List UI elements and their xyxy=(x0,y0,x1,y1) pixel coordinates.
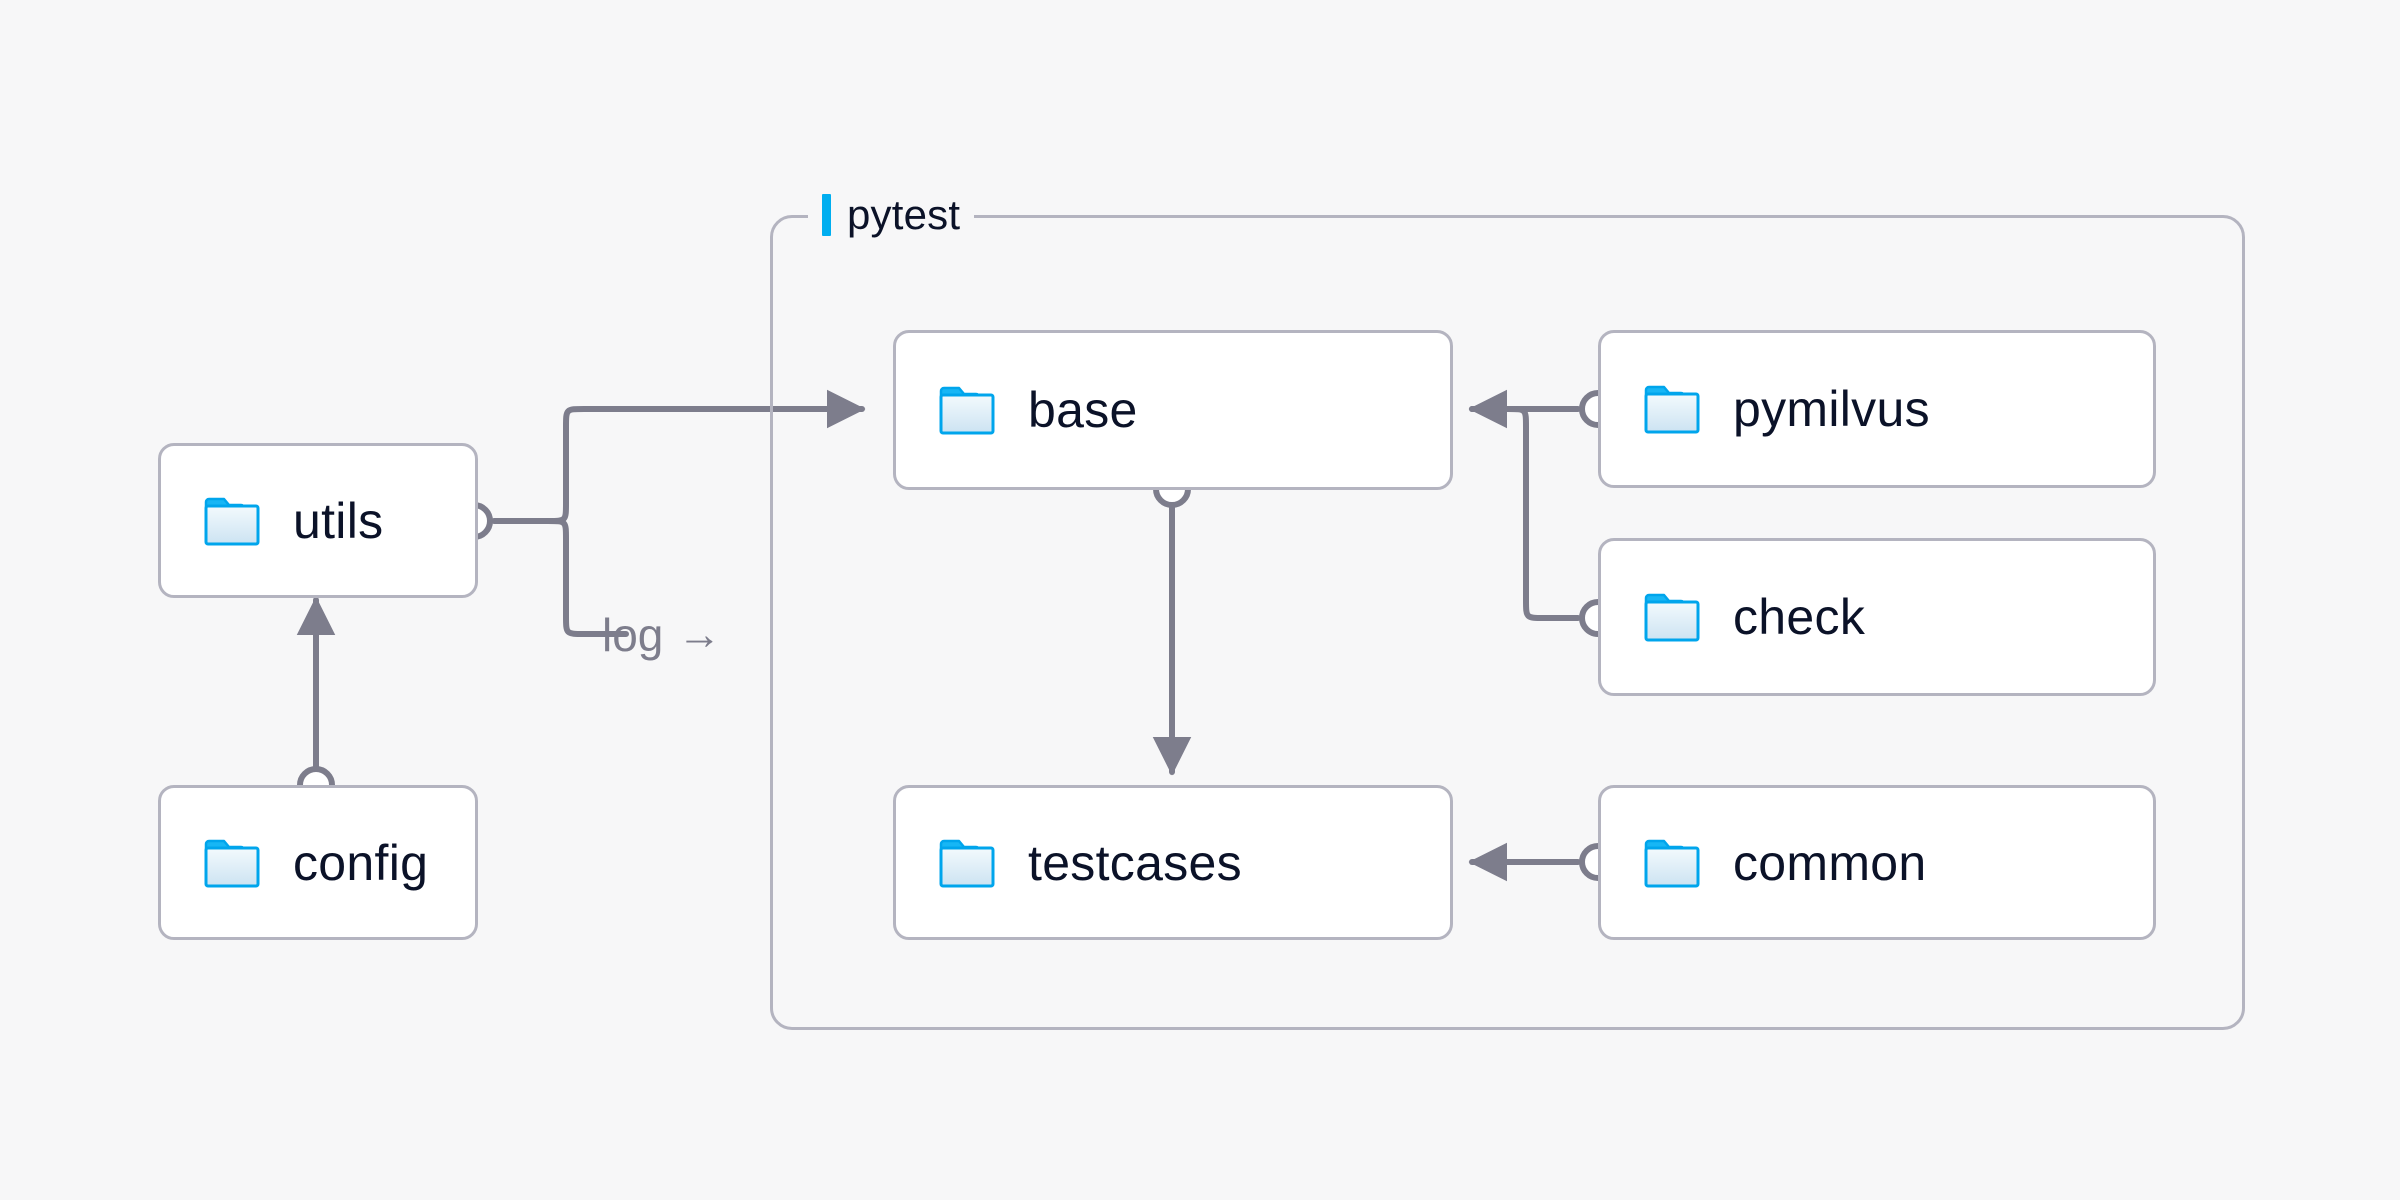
folder-icon xyxy=(204,497,260,545)
node-config[interactable]: config xyxy=(158,785,478,940)
group-label-pytest: pytest xyxy=(808,187,975,243)
edge-label-log: log → xyxy=(602,608,721,662)
node-utils[interactable]: utils xyxy=(158,443,478,598)
node-base[interactable]: base xyxy=(893,330,1453,490)
node-label: utils xyxy=(293,492,384,549)
node-label: common xyxy=(1733,834,1927,891)
arrow-right-icon: → xyxy=(677,610,722,659)
node-testcases[interactable]: testcases xyxy=(893,785,1453,940)
folder-icon xyxy=(939,839,995,887)
node-common[interactable]: common xyxy=(1598,785,2156,940)
node-label: pymilvus xyxy=(1733,381,1930,437)
node-label: base xyxy=(1028,382,1138,438)
node-check[interactable]: check xyxy=(1598,538,2156,696)
folder-icon xyxy=(1644,593,1700,642)
folder-icon xyxy=(939,386,995,435)
node-pymilvus[interactable]: pymilvus xyxy=(1598,330,2156,488)
folder-icon xyxy=(1644,385,1700,434)
folder-icon xyxy=(1644,839,1700,887)
node-label: check xyxy=(1733,589,1866,645)
group-label-text: pytest xyxy=(847,191,961,238)
folder-icon xyxy=(204,839,260,887)
accent-bar-icon xyxy=(822,194,831,236)
node-label: config xyxy=(293,834,429,891)
group-container-pytest[interactable] xyxy=(770,215,2245,1030)
edge-label-log-text: log xyxy=(602,609,664,661)
node-label: testcases xyxy=(1028,834,1242,891)
